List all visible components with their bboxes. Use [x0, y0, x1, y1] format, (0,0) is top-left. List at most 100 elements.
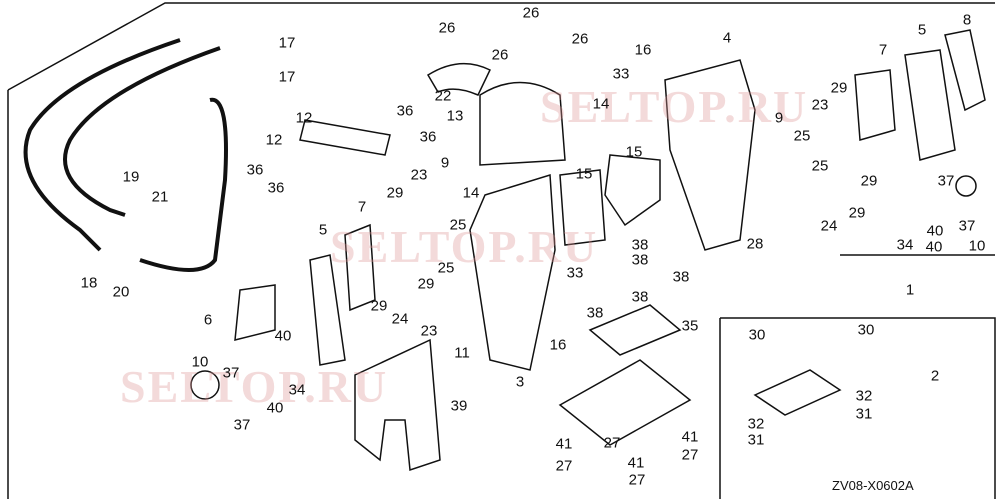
part-number-label: 38 — [586, 304, 604, 322]
part-number-label: 11 — [454, 344, 470, 362]
part-number-label: 23 — [420, 322, 438, 340]
part-number-label: 36 — [267, 179, 285, 197]
part-number-label: 29 — [848, 204, 866, 222]
part-number-label: 36 — [246, 161, 264, 179]
part-number-label: 2 — [930, 367, 940, 385]
part-number-label: 32 — [747, 415, 765, 433]
part-number-label: 31 — [855, 405, 873, 423]
part-number-label: 23 — [811, 96, 829, 114]
part-number-label: 29 — [860, 172, 878, 190]
gasket-lower — [558, 359, 692, 446]
part-number-label: 26 — [571, 30, 589, 48]
handle-6 — [234, 284, 276, 341]
part-number-label: 10 — [968, 237, 986, 255]
part-number-label: 41 — [555, 435, 573, 453]
part-number-label: 10 — [191, 353, 209, 371]
part-number-label: 38 — [631, 236, 649, 254]
part-number-label: 25 — [449, 216, 467, 234]
part-number-label: 6 — [203, 311, 213, 329]
part-number-label: 29 — [830, 79, 848, 97]
part-number-label: 14 — [462, 184, 480, 202]
part-number-label: 33 — [566, 264, 584, 282]
part-number-label: 27 — [681, 446, 699, 464]
part-number-label: 37 — [233, 416, 251, 434]
part-number-label: 29 — [386, 184, 404, 202]
part-number-label: 3 — [515, 373, 525, 391]
harness-18 — [23, 38, 181, 252]
arm-7 — [344, 223, 376, 312]
part-number-label: 38 — [672, 268, 690, 286]
part-number-label: 32 — [855, 387, 873, 405]
part-number-label: 40 — [266, 399, 284, 417]
part-number-label: 27 — [628, 471, 646, 489]
part-number-label: 38 — [631, 251, 649, 269]
plate-15 — [559, 169, 606, 246]
part-number-label: 13 — [446, 107, 464, 125]
harness-20 — [139, 97, 228, 272]
grommet-10-left — [190, 370, 220, 400]
grommet-10-right — [955, 175, 977, 197]
part-number-label: 36 — [396, 102, 414, 120]
part-number-label: 18 — [80, 274, 98, 292]
part-number-label: 40 — [925, 238, 943, 256]
part-number-label: 35 — [681, 317, 699, 335]
part-number-label: 30 — [857, 321, 875, 339]
part-number-label: 41 — [627, 454, 645, 472]
part-number-label: 9 — [440, 154, 450, 172]
drawing-code: ZV08-X0602A — [832, 478, 914, 493]
part-number-label: 21 — [151, 188, 169, 206]
part-number-label: 37 — [958, 217, 976, 235]
part-number-label: 12 — [295, 109, 313, 127]
part-number-label: 37 — [937, 172, 955, 190]
cover-13 — [479, 81, 566, 166]
harness-19 — [63, 46, 221, 217]
part-number-label: 26 — [438, 19, 456, 37]
lever-5-left — [309, 254, 346, 366]
part-number-label: 5 — [318, 221, 328, 239]
assembly-border — [7, 2, 995, 91]
part-number-label: 30 — [748, 326, 766, 344]
part-number-label: 25 — [437, 259, 455, 277]
watermark: SELTOP.RU — [120, 361, 389, 412]
part-number-label: 4 — [722, 29, 732, 47]
part-number-label: 24 — [391, 310, 409, 328]
part-number-label: 41 — [681, 428, 699, 446]
part-number-label: 19 — [122, 168, 140, 186]
part-number-label: 25 — [811, 157, 829, 175]
part-number-label: 20 — [112, 283, 130, 301]
spacer-mount — [753, 369, 842, 416]
part-number-label: 16 — [549, 336, 567, 354]
part-number-label: 17 — [278, 68, 296, 86]
part-number-label: 23 — [410, 166, 428, 184]
gasket — [354, 338, 441, 472]
mount-kit-border — [720, 254, 996, 499]
part-number-label: 14 — [592, 95, 610, 113]
part-number-label: 7 — [878, 41, 888, 59]
watermark: SELTOP.RU — [330, 221, 599, 272]
part-number-label: 8 — [962, 11, 972, 29]
part-number-label: 26 — [491, 46, 509, 64]
part-number-label: 5 — [917, 21, 927, 39]
part-number-label: 40 — [926, 222, 944, 240]
lever-5-right — [904, 49, 956, 161]
part-number-label: 38 — [631, 288, 649, 306]
part-number-label: 15 — [625, 143, 643, 161]
part-number-label: 29 — [370, 297, 388, 315]
watermark: SELTOP.RU — [540, 81, 809, 132]
part-number-label: 24 — [820, 217, 838, 235]
handle-8 — [944, 29, 986, 112]
part-number-label: 37 — [222, 364, 240, 382]
part-number-label: 31 — [747, 431, 765, 449]
part-number-label: 39 — [450, 397, 468, 415]
arm-7-right — [854, 69, 896, 141]
housing-4 — [664, 59, 756, 251]
part-number-label: 33 — [612, 65, 630, 83]
part-number-label: 28 — [746, 235, 764, 253]
part-number-label: 34 — [288, 381, 306, 399]
part-number-label: 29 — [417, 275, 435, 293]
part-number-label: 16 — [634, 41, 652, 59]
cover-22 — [426, 62, 491, 96]
part-number-label: 36 — [419, 128, 437, 146]
